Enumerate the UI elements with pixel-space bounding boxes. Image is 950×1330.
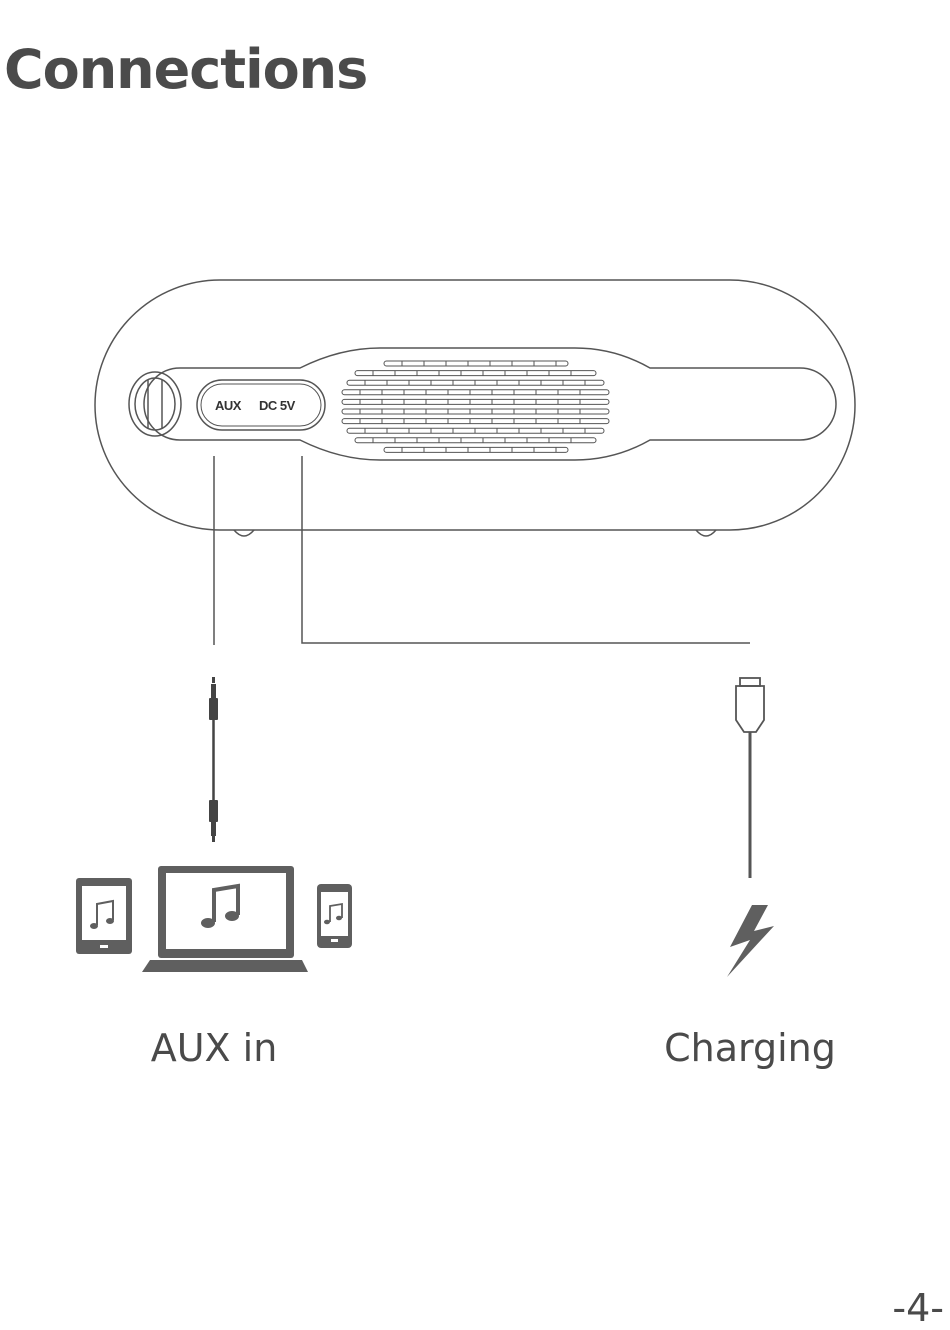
usb-cable-icon <box>736 678 764 878</box>
grille-slot <box>384 447 568 452</box>
phone-icon <box>317 884 352 948</box>
audio-cable-icon <box>209 677 218 842</box>
charging-connector-line <box>302 456 750 643</box>
tablet-icon <box>76 878 132 954</box>
speaker-grille <box>342 361 609 452</box>
laptop-icon <box>142 866 308 972</box>
grille-slot <box>355 438 596 443</box>
charging-label: Charging <box>664 1026 836 1070</box>
aux-in-label: AUX in <box>151 1026 278 1070</box>
lightning-icon <box>727 905 774 977</box>
grille-slot <box>355 371 596 376</box>
page-number: -4- <box>892 1286 944 1330</box>
aux-port-label: AUX <box>215 398 242 413</box>
speaker-illustration <box>95 280 855 536</box>
dc5v-port-label: DC 5V <box>259 398 296 413</box>
grille-slot <box>384 361 568 366</box>
